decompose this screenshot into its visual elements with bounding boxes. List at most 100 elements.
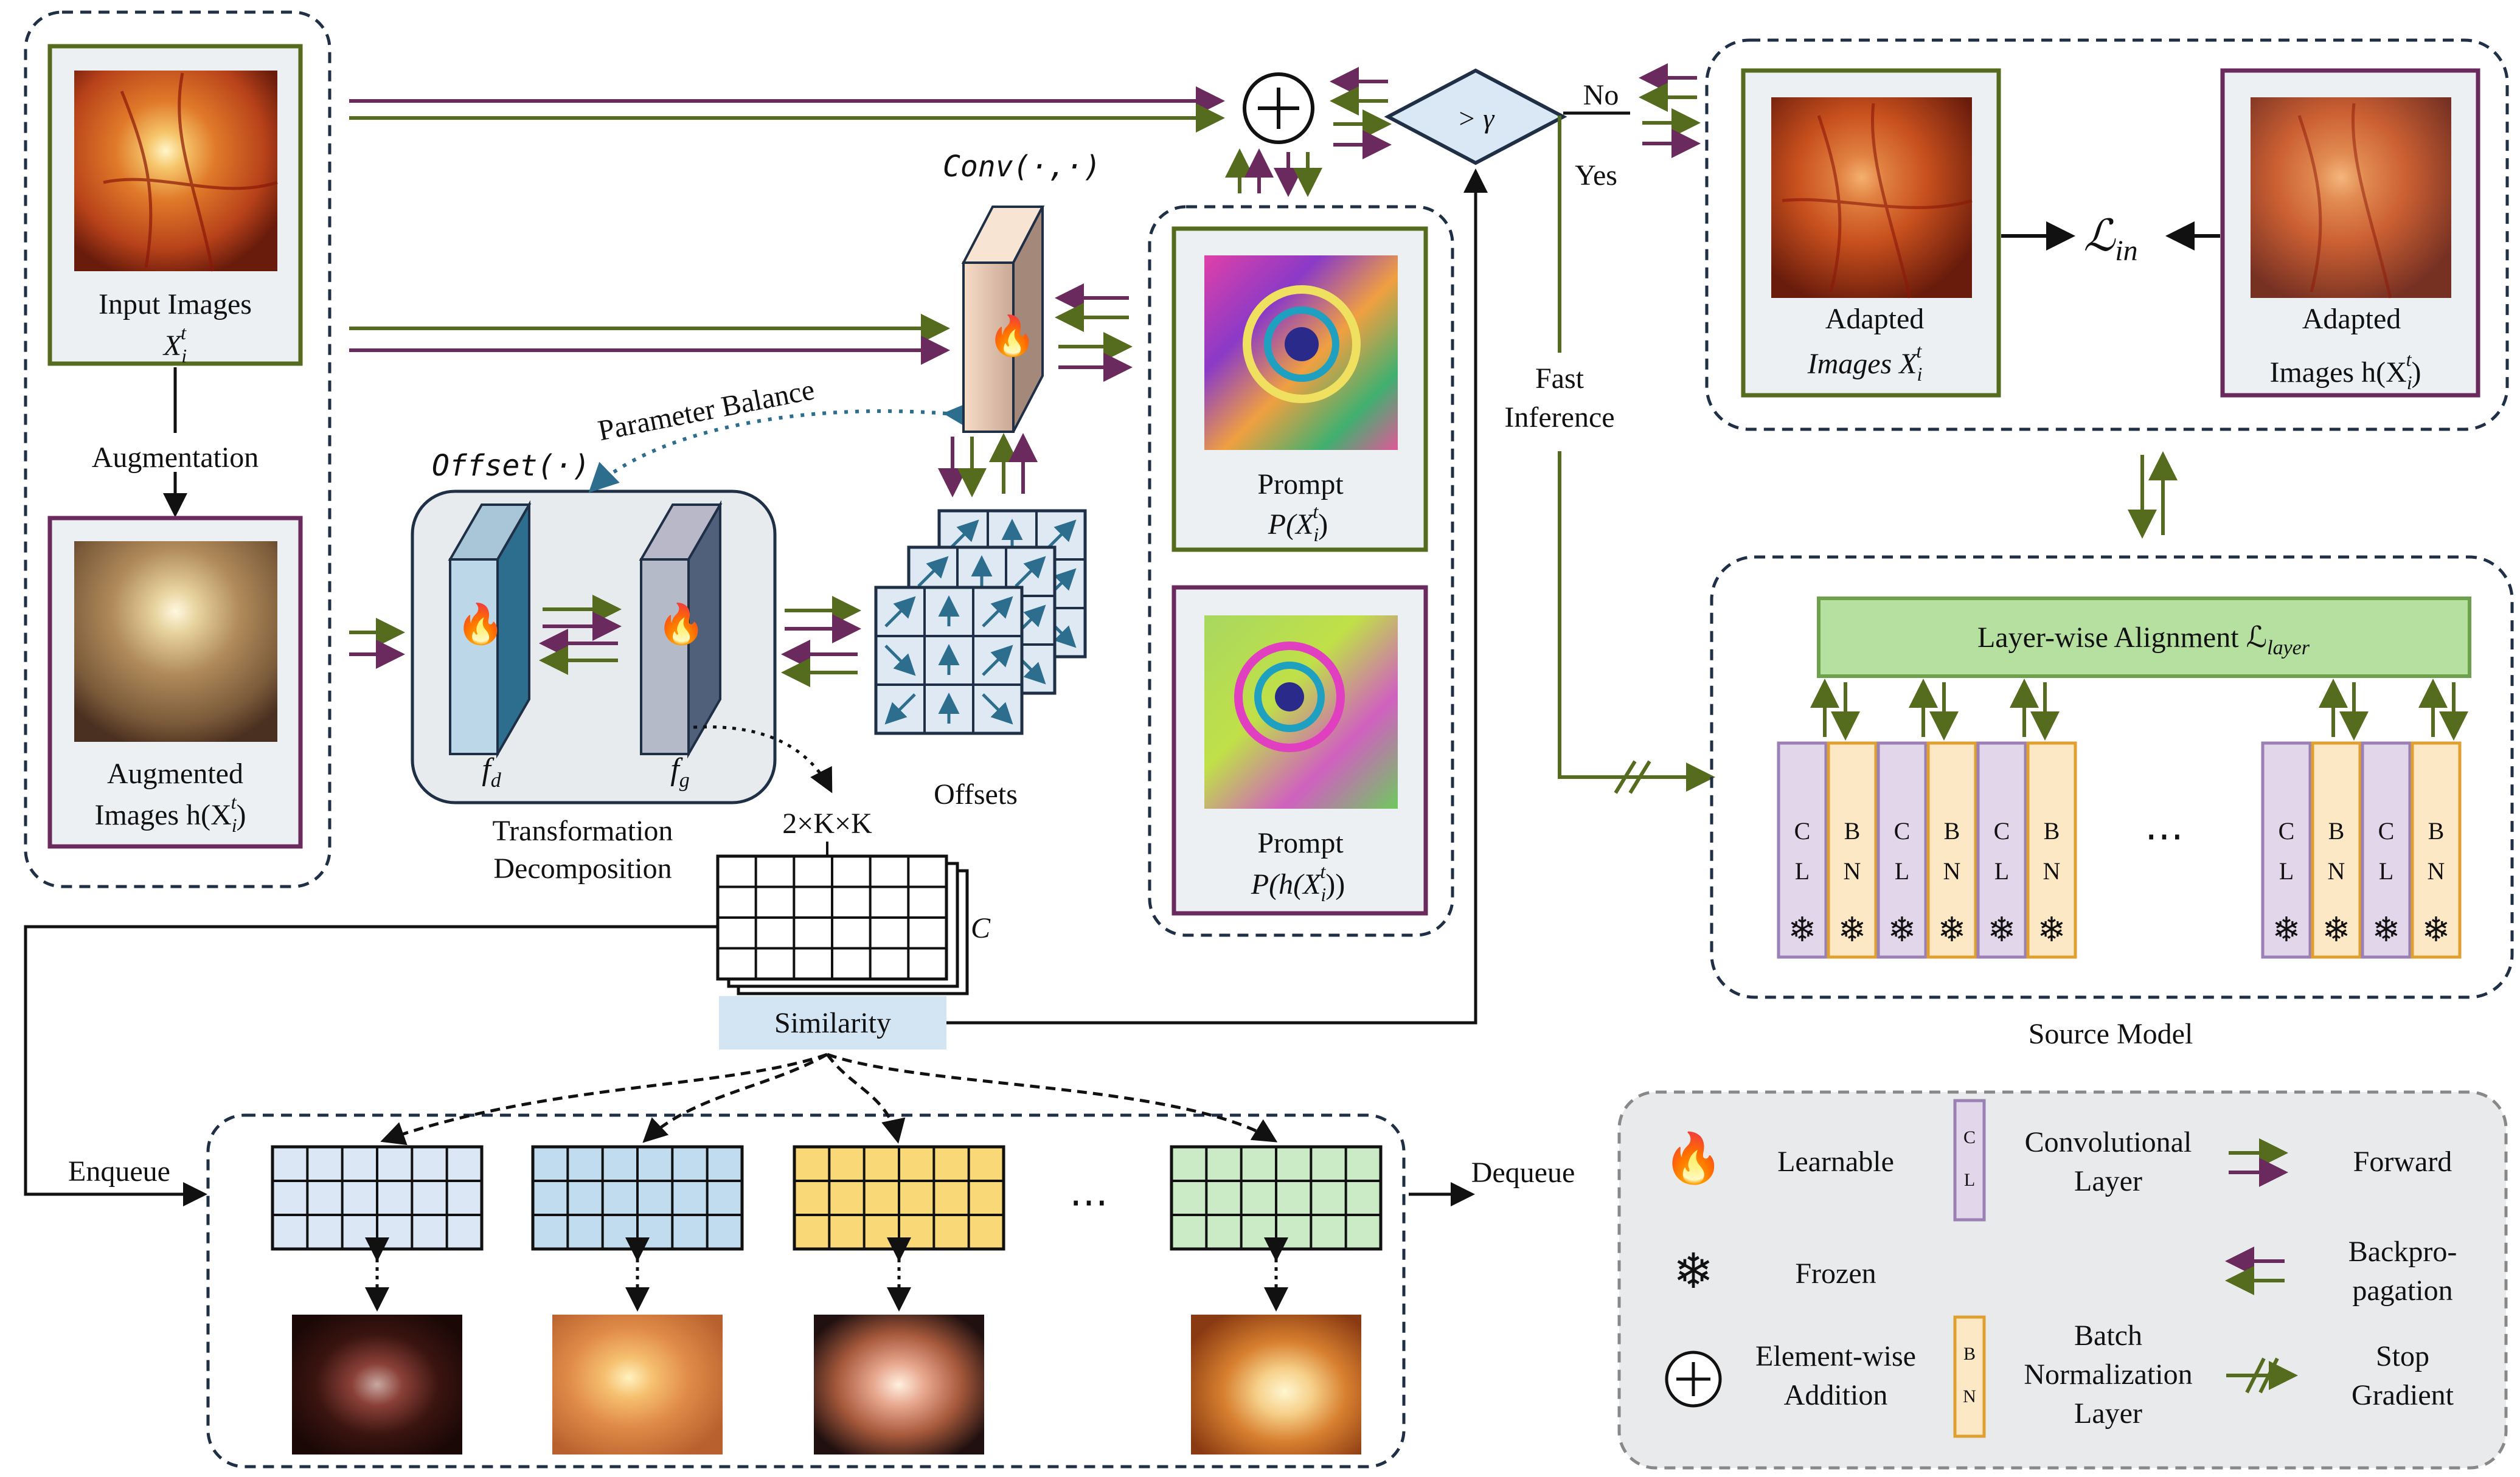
legend-element-wise-label: Element-wise (1755, 1340, 1916, 1372)
prompt-2-symbol: P(h(Xit)) (1251, 860, 1345, 905)
adapted-images-label-1: Adapted (1825, 303, 1925, 335)
offsets-stack (874, 509, 1087, 735)
svg-text:N: N (1963, 1386, 1976, 1406)
svg-text:N: N (1844, 857, 1861, 885)
bn-layer-block: BN ❄ (2311, 741, 2362, 959)
snowflake-icon: ❄ (1888, 911, 1917, 949)
svg-text:B: B (1844, 817, 1861, 845)
svg-text:L: L (1964, 1170, 1975, 1190)
conv-layer-block: CL❄ (1976, 741, 2027, 959)
snowflake-icon: ❄ (1938, 911, 1966, 949)
svg-text:L: L (2279, 857, 2294, 885)
legend-conv-label-2: Layer (2074, 1165, 2142, 1197)
svg-text:L: L (1795, 857, 1810, 885)
bn-layer-block: BN ❄ (2411, 741, 2462, 959)
prompt-2-card: Prompt P(h(Xit)) (1171, 585, 1428, 916)
legend-bn-label-3: Layer (2074, 1397, 2142, 1430)
legend-forward-label: Forward (2353, 1146, 2452, 1178)
offset-vector (884, 645, 916, 676)
offset-vector (884, 693, 916, 725)
offset-function-label: Offset(·) (432, 449, 590, 483)
element-wise-add-node (1243, 72, 1314, 144)
fg-layer: 🔥 fg (639, 500, 723, 792)
legend-backprop-label-1: Backpro- (2348, 1236, 2457, 1268)
adapted-image-card-2: Adapted Images h(Xit) (2220, 68, 2480, 398)
fd-flame-icon: 🔥 (456, 602, 505, 646)
offset-vector (982, 645, 1013, 676)
svg-text:L: L (2379, 857, 2393, 885)
queue-fundus-image (552, 1315, 723, 1455)
snowflake-icon: ❄ (2272, 911, 2301, 949)
legend-bn-label-2: Normalization (2024, 1358, 2192, 1391)
legend-backprop-icon (2225, 1247, 2285, 1295)
c-dim-label: C (971, 912, 991, 944)
svg-text:N: N (2428, 857, 2445, 885)
source-model-panel (1710, 555, 2514, 999)
snowflake-icon: ❄ (1788, 911, 1817, 949)
input-panel (24, 10, 331, 888)
enqueue-line (24, 925, 718, 1206)
legend-addition-label: Addition (1784, 1379, 1888, 1411)
transformation-label: Transformation (493, 815, 673, 847)
augmented-fundus-image (74, 541, 277, 742)
queue-fundus-image (814, 1315, 984, 1455)
source-model-label: Source Model (2029, 1018, 2193, 1050)
legend-learnable-label: Learnable (1777, 1146, 1894, 1178)
legend-cl-icon: C L (1953, 1099, 1986, 1222)
augmented-image-card: Augmented Images h(Xit) (47, 516, 303, 849)
queue-fundus-image (1191, 1315, 1361, 1455)
legend-conv-label-1: Convolutional (2025, 1126, 2192, 1158)
svg-text:N: N (1943, 857, 1961, 885)
legend-forward-icon (2229, 1138, 2288, 1187)
source-model-layers: CL❄BN❄CL❄BN❄CL❄BN❄CL❄BN❄CL❄BN❄ (1777, 679, 2468, 959)
legend-backprop-label-2: pagation (2352, 1275, 2452, 1307)
snowflake-icon: ❄ (1838, 911, 1867, 949)
snowflake-icon: ❄ (2422, 911, 2451, 949)
svg-text:N: N (2043, 857, 2061, 885)
legend-stop-label-1: Stop (2376, 1340, 2429, 1372)
legend-add-icon (1665, 1351, 1722, 1408)
similarity-label: Similarity (774, 1007, 891, 1039)
fd-label: fd (482, 752, 501, 792)
queue-item (531, 1145, 744, 1455)
snowflake-icon: ❄ (2322, 911, 2351, 949)
svg-text:B: B (2044, 817, 2060, 845)
legend-bn-icon: B N (1953, 1315, 1986, 1438)
svg-text:C: C (1994, 817, 2010, 845)
conv-flame-icon: 🔥 (988, 314, 1036, 358)
decomposition-label: Decomposition (493, 853, 672, 885)
input-images-symbol: Xit (162, 322, 187, 367)
svg-text:B: B (1963, 1344, 1976, 1364)
svg-text:B: B (2428, 817, 2445, 845)
fg-to-kernel-dotted (693, 725, 833, 794)
layer-alignment-label: Layer-wise Alignment ℒlayer (1977, 621, 2310, 659)
offset-vector (982, 693, 1013, 725)
conv-layer: 🔥 (961, 206, 1045, 433)
parameter-balance-label: Parameter Balance (595, 373, 817, 447)
kxk-label: 2×K×K (782, 808, 872, 840)
svg-text:C: C (2279, 817, 2295, 845)
stop-gradient-mark-1 (1614, 760, 1637, 794)
svg-text:B: B (2328, 817, 2345, 845)
svg-text:L: L (1994, 857, 2009, 885)
queue-item (271, 1145, 484, 1455)
adapted-images-symbol-2: Images h(Xit) (2269, 348, 2421, 393)
adapted-fundus-image-2 (2251, 97, 2451, 298)
conv-layer-block: CL❄ (1777, 741, 1828, 959)
adapted-images-label-2: Adapted (2302, 303, 2401, 335)
fg-flame-icon: 🔥 (657, 602, 706, 646)
svg-text:N: N (2328, 857, 2345, 885)
offset-vector (917, 556, 949, 587)
queue-item (1170, 1145, 1383, 1455)
similarity-to-queue-arrows (380, 1053, 1278, 1146)
loss-in-label: ℒin (2083, 212, 2137, 267)
offset-vector (884, 596, 916, 628)
stop-gradient-mark-2 (1628, 760, 1651, 794)
adapted-images-symbol-1: Images Xit (1807, 340, 1923, 385)
svg-text:C: C (2378, 817, 2395, 845)
dequeue-label: Dequeue (1471, 1157, 1575, 1189)
offset-vector (1045, 519, 1077, 551)
legend-snowflake-icon: ❄ (1673, 1245, 1713, 1299)
